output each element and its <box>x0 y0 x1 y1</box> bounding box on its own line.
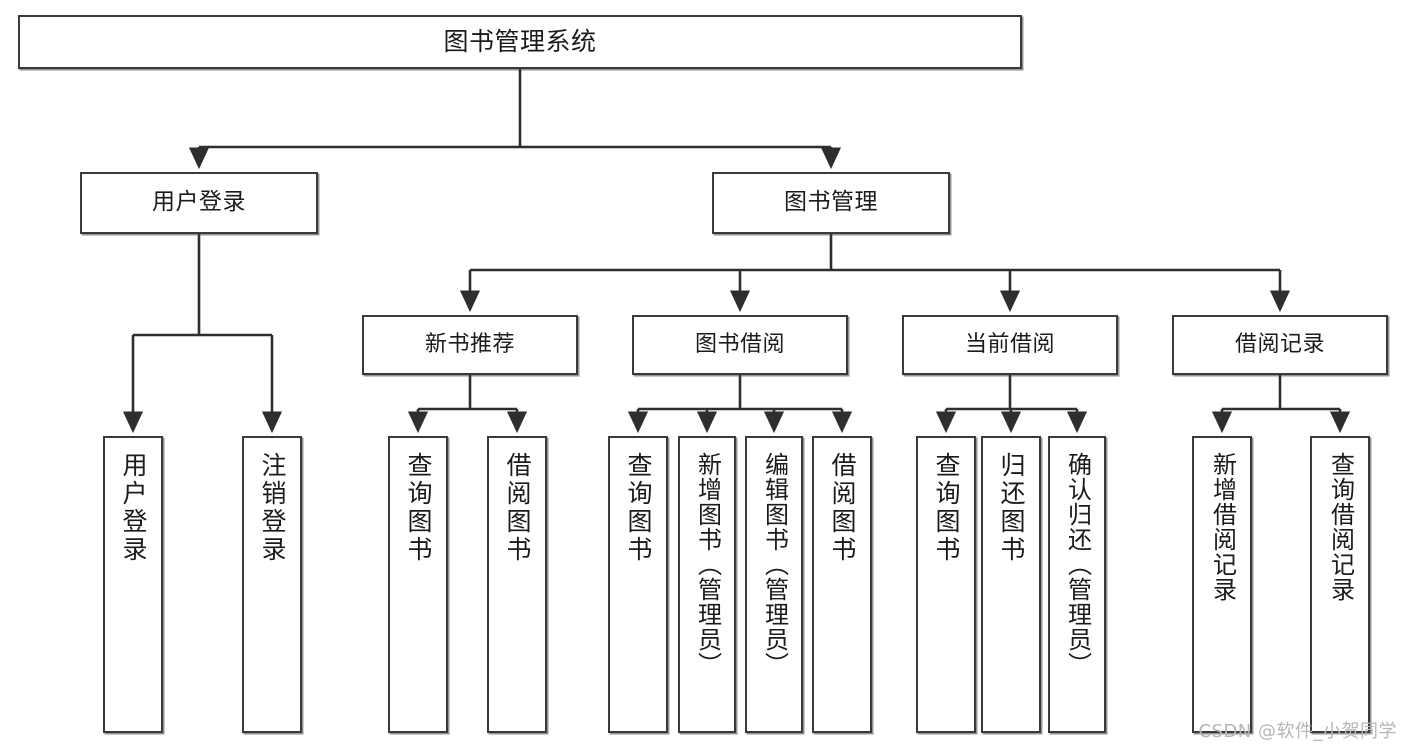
node-leaf-user-login-label: 用户登录 <box>119 452 148 564</box>
node-leaf-add-record[interactable]: 新增借阅记录 <box>1192 436 1252 733</box>
node-new-book-recommend[interactable]: 新书推荐 <box>362 315 578 375</box>
node-leaf-return-book-label: 归还图书 <box>997 452 1026 564</box>
node-leaf-query-book-3[interactable]: 查询图书 <box>916 436 976 733</box>
node-leaf-return-book[interactable]: 归还图书 <box>981 436 1041 733</box>
node-leaf-borrow-book-2[interactable]: 借阅图书 <box>812 436 872 733</box>
node-book-borrow-label: 图书借阅 <box>694 332 785 358</box>
node-book-manage-label: 图书管理 <box>784 189 878 216</box>
node-leaf-query-book-2-label: 查询图书 <box>624 452 653 564</box>
node-leaf-borrow-book-2-label: 借阅图书 <box>828 452 857 564</box>
node-leaf-edit-book[interactable]: 编辑图书（管理员） <box>745 436 803 733</box>
node-leaf-confirm-return-label: 确认归还（管理员） <box>1063 452 1092 677</box>
node-leaf-logout[interactable]: 注销登录 <box>242 436 302 733</box>
node-current-borrow-label: 当前借阅 <box>964 332 1055 358</box>
node-leaf-query-book-1[interactable]: 查询图书 <box>388 436 448 733</box>
node-leaf-user-login[interactable]: 用户登录 <box>103 436 163 733</box>
node-leaf-query-record-label: 查询借阅记录 <box>1326 452 1355 602</box>
node-leaf-borrow-book-1[interactable]: 借阅图书 <box>487 436 547 733</box>
node-leaf-query-book-3-label: 查询图书 <box>932 452 961 564</box>
csdn-watermark: CSDN @软件_小贺同学 <box>1198 721 1397 742</box>
node-leaf-borrow-book-1-label: 借阅图书 <box>503 452 532 564</box>
node-borrow-record-label: 借阅记录 <box>1234 332 1325 358</box>
node-leaf-query-book-2[interactable]: 查询图书 <box>608 436 668 733</box>
node-current-borrow[interactable]: 当前借阅 <box>902 315 1118 375</box>
node-leaf-query-book-1-label: 查询图书 <box>404 452 433 564</box>
node-borrow-record[interactable]: 借阅记录 <box>1172 315 1388 375</box>
node-leaf-add-book[interactable]: 新增图书（管理员） <box>678 436 736 733</box>
node-book-manage[interactable]: 图书管理 <box>712 172 950 234</box>
node-leaf-add-record-label: 新增借阅记录 <box>1208 452 1237 602</box>
node-root[interactable]: 图书管理系统 <box>18 15 1022 69</box>
node-leaf-logout-label: 注销登录 <box>258 452 287 564</box>
node-new-book-recommend-label: 新书推荐 <box>424 332 515 358</box>
node-leaf-confirm-return[interactable]: 确认归还（管理员） <box>1048 436 1106 733</box>
node-book-borrow[interactable]: 图书借阅 <box>632 315 848 375</box>
node-leaf-add-book-label: 新增图书（管理员） <box>693 452 722 677</box>
node-root-label: 图书管理系统 <box>443 27 597 57</box>
node-user-login[interactable]: 用户登录 <box>80 172 318 234</box>
node-leaf-edit-book-label: 编辑图书（管理员） <box>760 452 789 677</box>
node-leaf-query-record[interactable]: 查询借阅记录 <box>1310 436 1370 733</box>
node-user-login-label: 用户登录 <box>152 189 246 216</box>
